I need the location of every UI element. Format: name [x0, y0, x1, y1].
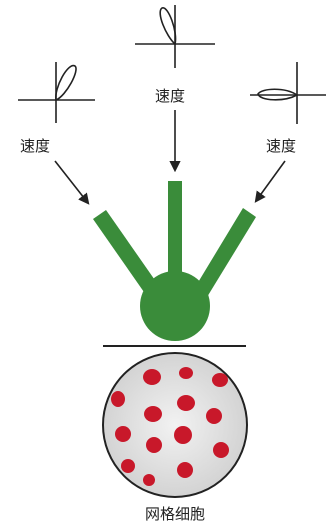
velocity-label-left: 速度: [20, 137, 50, 155]
arrow-left: [55, 161, 88, 203]
grid-cell-pattern: [103, 353, 247, 497]
polar-plot-left: [18, 62, 95, 123]
polar-plot-right: [250, 62, 326, 124]
neuron-soma: [140, 271, 210, 341]
velocity-label-center: 速度: [155, 87, 185, 105]
polar-plot-center: [135, 5, 215, 68]
arrow-right: [256, 161, 285, 201]
neuron: [93, 181, 256, 341]
grid-cell-label: 网格细胞: [145, 505, 205, 523]
velocity-label-right: 速度: [266, 137, 296, 155]
